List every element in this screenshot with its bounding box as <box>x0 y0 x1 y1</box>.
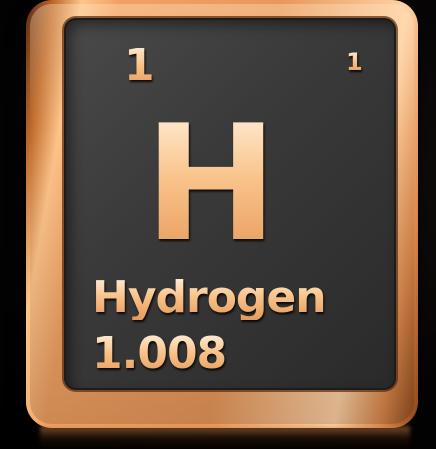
element-tile-face <box>64 18 396 390</box>
electron-configuration: 1 <box>346 48 363 76</box>
element-name: Hydrogen <box>92 272 327 323</box>
atomic-number: 1 <box>124 40 155 91</box>
atomic-mass: 1.008 <box>92 328 227 379</box>
floor-reflection <box>40 426 410 449</box>
element-symbol: H <box>144 90 278 277</box>
